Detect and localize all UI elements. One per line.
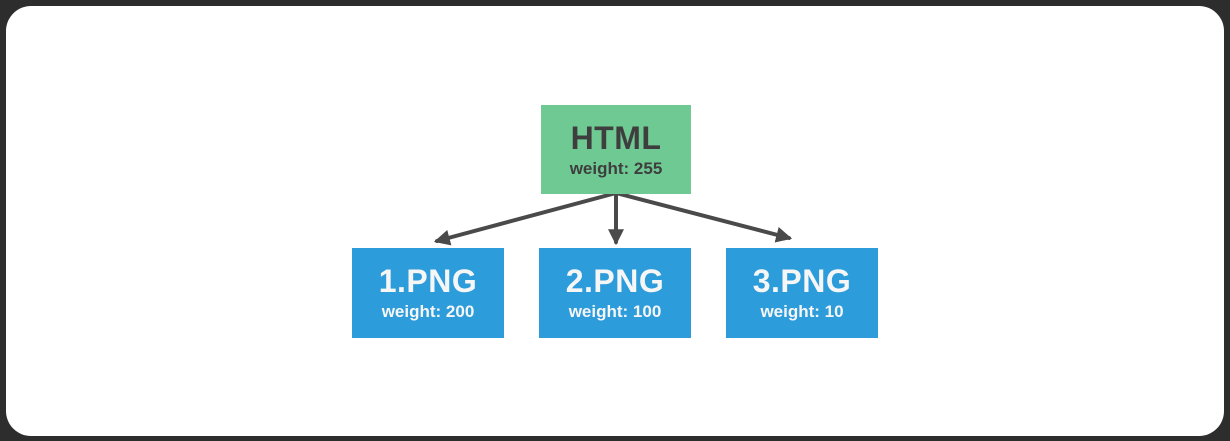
node-png2-weight: weight: 100: [568, 302, 662, 321]
node-png1-weight: weight: 200: [381, 302, 475, 321]
node-html-weight: weight: 255: [569, 158, 663, 178]
arrow-to-png1: [433, 191, 618, 246]
node-png1-title: 1.PNG: [378, 263, 478, 299]
node-html: HTML weight: 255: [541, 105, 691, 194]
node-png2: 2.PNG weight: 100: [539, 248, 691, 338]
node-png3-title: 3.PNG: [752, 263, 852, 299]
node-png3: 3.PNG weight: 10: [726, 248, 878, 338]
node-html-title: HTML: [570, 119, 662, 156]
node-png2-title: 2.PNG: [565, 263, 665, 299]
node-png3-weight: weight: 10: [760, 302, 844, 321]
node-png1: 1.PNG weight: 200: [352, 248, 504, 338]
arrow-to-png3: [614, 191, 793, 243]
